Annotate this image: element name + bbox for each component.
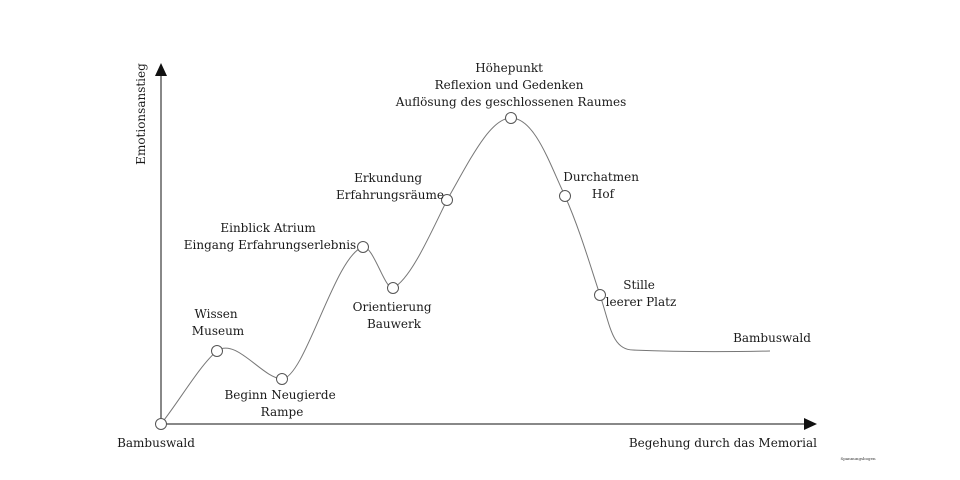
y-axis-label: Emotionsanstieg xyxy=(134,63,148,165)
point-marker-orientierung xyxy=(387,282,399,294)
footnote: Spannungsbogen xyxy=(840,456,876,461)
y-axis xyxy=(155,63,167,424)
x-axis-arrow-icon xyxy=(804,418,817,430)
label-end: Bambuswald xyxy=(733,331,811,345)
point-marker-hoehepunkt xyxy=(505,112,517,124)
x-axis xyxy=(161,418,817,430)
label-stille: Stille leerer Platz xyxy=(606,278,677,309)
label-beginn: Beginn Neugierde Rampe xyxy=(224,388,339,419)
x-axis-label: Begehung durch das Memorial xyxy=(629,436,817,450)
label-einblick: Einblick Atrium Eingang Erfahrungserlebn… xyxy=(184,221,356,252)
label-durchatmen: Durchatmen Hof xyxy=(563,170,643,201)
label-start: Bambuswald xyxy=(117,436,195,450)
label-orientierung: Orientierung Bauwerk xyxy=(353,300,436,331)
point-marker-beginn xyxy=(276,373,288,385)
y-axis-arrow-icon xyxy=(155,63,167,76)
label-hoehepunkt: Höhepunkt Reflexion und Gedenken Auflösu… xyxy=(395,61,627,109)
point-marker-start xyxy=(155,418,167,430)
curve-points xyxy=(155,112,606,430)
point-marker-einblick xyxy=(357,241,369,253)
point-marker-erkundung xyxy=(441,194,453,206)
label-wissen: Wissen Museum xyxy=(192,307,245,338)
emotion-curve xyxy=(160,117,771,425)
point-marker-wissen xyxy=(211,345,223,357)
label-erkundung: Erkundung Erfahrungsräume xyxy=(336,171,444,202)
point-marker-stille xyxy=(594,289,606,301)
point-marker-durchatmen xyxy=(559,190,571,202)
